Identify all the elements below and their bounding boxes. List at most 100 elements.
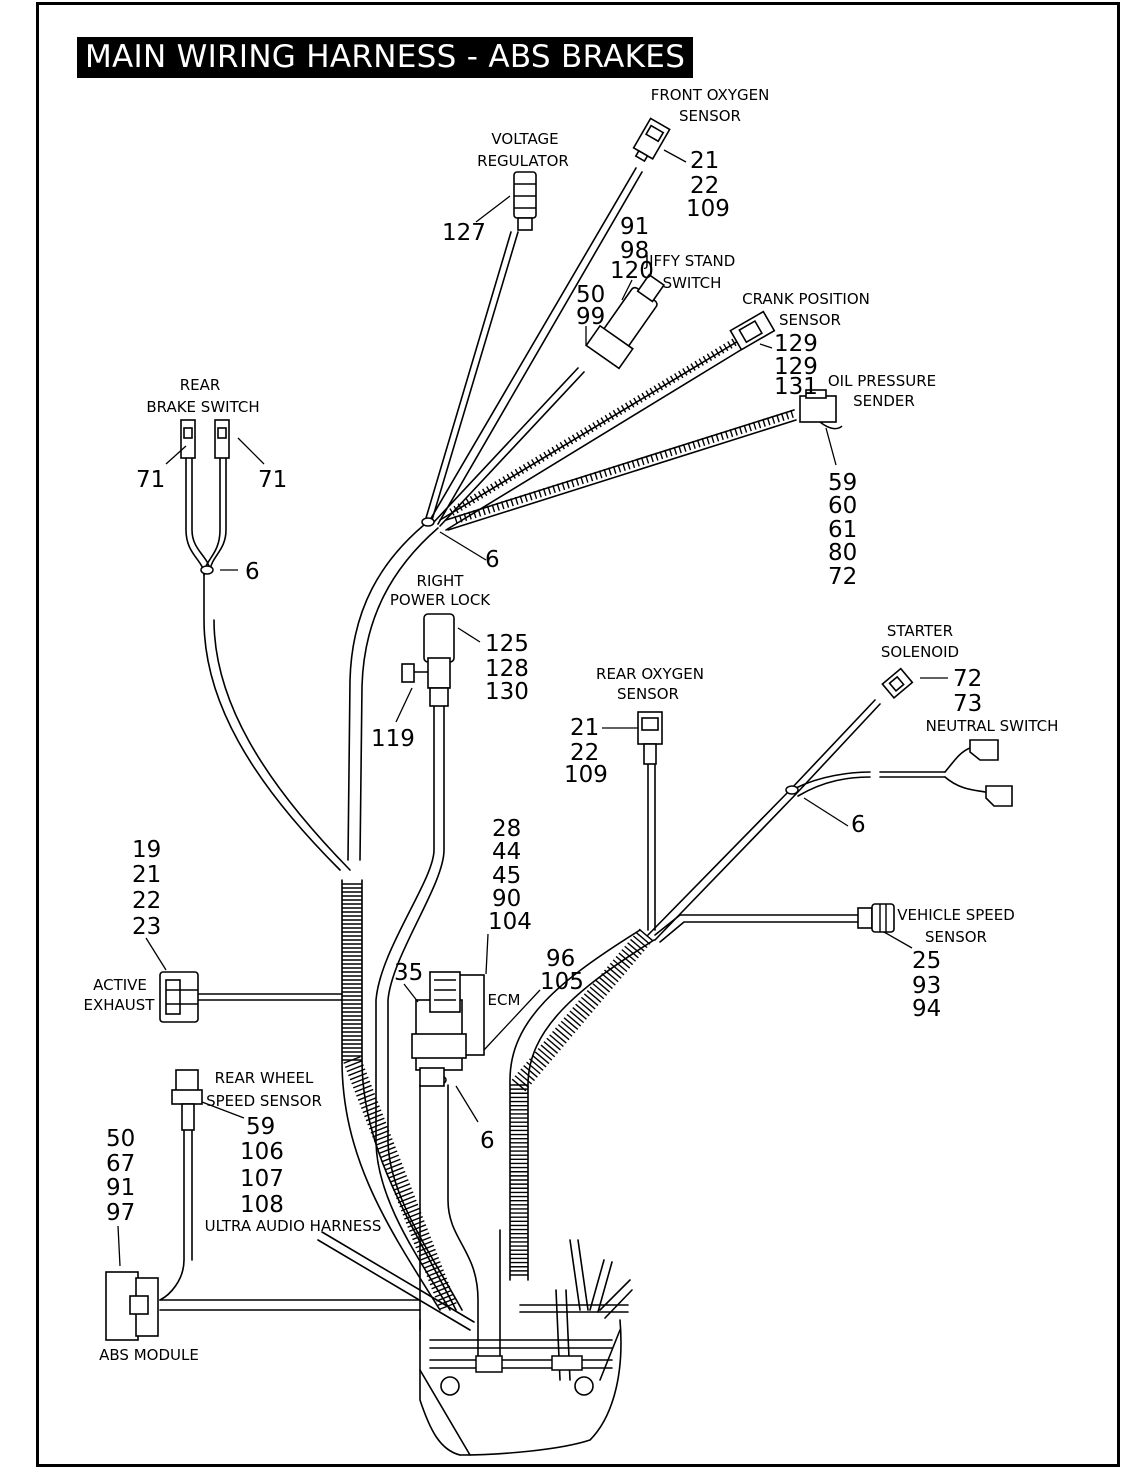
voltage-regulator-connector-icon <box>513 171 537 231</box>
ref-number: 109 <box>686 196 730 222</box>
ref-number: 60 <box>828 493 857 519</box>
ref-number: 72 <box>828 564 857 590</box>
vehicle-speed-sensor-icon <box>857 903 895 933</box>
ref-number: 99 <box>576 304 605 330</box>
ref-number: 22 <box>132 888 161 914</box>
ref-number: 22 <box>570 740 599 766</box>
ref-number: 128 <box>485 656 529 682</box>
clip-icon <box>475 1355 503 1373</box>
ref-number: 91 <box>620 214 649 240</box>
power-lock-label-line2: POWER LOCK <box>390 591 491 609</box>
ref-number: 94 <box>912 996 941 1022</box>
voltage-regulator-label-line2: REGULATOR <box>477 152 569 170</box>
ref-number: 96 <box>546 946 575 972</box>
neutral-switch-icon <box>969 739 1013 807</box>
leader-lines <box>117 149 948 1267</box>
rear-brake-switch-connector-icon <box>180 419 230 459</box>
ref-number: 104 <box>488 909 532 935</box>
rear-wheel-speed-label-line1: REAR WHEEL <box>215 1069 314 1087</box>
right-power-lock-icon <box>401 613 455 707</box>
rear-wheel-speed-label-line2: SPEED SENSOR <box>206 1092 322 1110</box>
active-exhaust-label-line2: EXHAUST <box>84 996 156 1014</box>
ref-number: 127 <box>442 220 486 246</box>
ref-number: 45 <box>492 863 521 889</box>
ref-number: 21 <box>570 715 599 741</box>
ref-number: 131 <box>774 374 818 400</box>
ref-number: 6 <box>245 559 260 585</box>
ecm-module-icon <box>411 971 485 1087</box>
ecm-label: ECM <box>488 991 521 1009</box>
crank-position-connector-icon <box>729 310 776 351</box>
ref-number: 97 <box>106 1200 135 1226</box>
starter-solenoid-label-line2: SOLENOID <box>881 643 959 661</box>
crank-position-label-line1: CRANK POSITION <box>742 290 870 308</box>
ref-number: 109 <box>564 762 608 788</box>
ref-number: 19 <box>132 837 161 863</box>
ref-number: 107 <box>240 1166 284 1192</box>
neutral-switch-label: NEUTRAL SWITCH <box>926 717 1059 735</box>
front-oxygen-connector-icon <box>632 117 671 163</box>
rear-brake-label-line1: REAR <box>180 376 221 394</box>
oil-pressure-label-line1: OIL PRESSURE <box>828 372 936 390</box>
ref-number: 106 <box>240 1139 284 1165</box>
ref-number: 98 <box>620 238 649 264</box>
crank-position-label-line2: SENSOR <box>779 311 841 329</box>
ref-number: 129 <box>774 331 818 357</box>
abs-module-icon <box>105 1271 159 1341</box>
ref-number: 73 <box>953 691 982 717</box>
ref-number: 61 <box>828 517 857 543</box>
ref-number: 130 <box>485 679 529 705</box>
front-oxygen-label-line1: FRONT OXYGEN <box>651 86 770 104</box>
clip-icon <box>200 565 214 575</box>
ref-number: 71 <box>136 467 165 493</box>
active-exhaust-label-line1: ACTIVE <box>93 976 147 994</box>
ref-number: 6 <box>851 812 866 838</box>
rear-oxygen-connector-icon <box>637 711 663 765</box>
ref-number: 50 <box>576 282 605 308</box>
clip-icon <box>785 785 799 795</box>
vehicle-speed-label-line1: VEHICLE SPEED <box>897 906 1015 924</box>
ref-number: 67 <box>106 1151 135 1177</box>
oil-pressure-sender-icon <box>799 389 843 430</box>
vehicle-speed-label-line2: SENSOR <box>925 928 987 946</box>
ref-number: 21 <box>132 862 161 888</box>
ref-number: 120 <box>610 258 654 284</box>
ref-number: 35 <box>394 960 423 986</box>
ref-number: 80 <box>828 540 857 566</box>
ref-number: 72 <box>953 666 982 692</box>
starter-solenoid-label-line1: STARTER <box>887 622 953 640</box>
starter-solenoid-connector-icon <box>881 667 914 699</box>
power-lock-label-line1: RIGHT <box>417 572 465 590</box>
ref-number: 59 <box>246 1114 275 1140</box>
ref-number: 22 <box>690 173 719 199</box>
connectors <box>105 117 1013 1341</box>
ref-number: 119 <box>371 726 415 752</box>
harness-clips <box>200 517 799 1373</box>
active-exhaust-connector-icon <box>159 971 199 1023</box>
voltage-regulator-label-line1: VOLTAGE <box>491 130 558 148</box>
rear-wheel-speed-sensor-icon <box>171 1069 203 1131</box>
clip-icon <box>551 1355 583 1371</box>
diagram-title: MAIN WIRING HARNESS - ABS BRAKES <box>77 37 693 78</box>
ref-number: 25 <box>912 948 941 974</box>
ref-number: 71 <box>258 467 287 493</box>
drawing-border <box>36 2 1120 1467</box>
clip-icon <box>421 517 435 527</box>
conduit-hatching <box>342 336 794 1310</box>
oil-pressure-label-line2: SENDER <box>853 392 915 410</box>
ref-number: 59 <box>828 470 857 496</box>
ref-number: 129 <box>774 354 818 380</box>
front-oxygen-label-line2: SENSOR <box>679 107 741 125</box>
ref-number: 6 <box>480 1128 495 1154</box>
jiffy-stand-label-line1: JIFFY STAND <box>644 252 736 270</box>
ref-number: 50 <box>106 1126 135 1152</box>
rear-oxygen-label-line2: SENSOR <box>617 685 679 703</box>
ref-number: 90 <box>492 886 521 912</box>
ref-number: 6 <box>485 547 500 573</box>
ref-number: 91 <box>106 1175 135 1201</box>
ultra-audio-harness-label: ULTRA AUDIO HARNESS <box>205 1217 382 1235</box>
rear-oxygen-label-line1: REAR OXYGEN <box>596 665 704 683</box>
ref-number: 23 <box>132 914 161 940</box>
ref-number: 125 <box>485 631 529 657</box>
